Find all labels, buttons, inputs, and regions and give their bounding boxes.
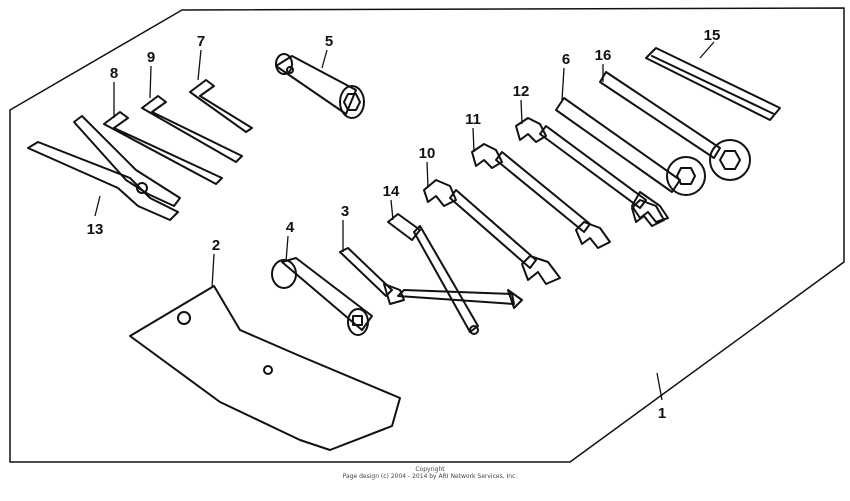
callout-4: 4 (286, 219, 295, 236)
part-14-screwdriver-blade[interactable] (387, 213, 479, 335)
callout-11: 11 (465, 111, 481, 128)
copyright-notice: Copyright Page design (c) 2004 - 2014 by… (300, 466, 560, 480)
callout-16: 16 (595, 47, 612, 64)
part-8-hex-key[interactable] (103, 111, 223, 185)
callout-5: 5 (325, 33, 333, 50)
part-4-screwdriver-handle[interactable] (271, 257, 373, 336)
part-6-combination-wrench[interactable] (555, 97, 706, 223)
leader-lines (94, 41, 715, 401)
callout-8: 8 (110, 65, 118, 82)
copyright-heading: Copyright (415, 466, 445, 473)
callout-13: 13 (87, 221, 104, 238)
callout-2: 2 (212, 237, 220, 254)
callout-6: 6 (562, 51, 570, 68)
copyright-text: Page design (c) 2004 - 2014 by ARI Netwo… (342, 473, 518, 480)
part-12-open-wrench[interactable] (515, 117, 665, 227)
part-11-open-wrench[interactable] (471, 143, 611, 249)
part-10-open-wrench[interactable] (423, 179, 561, 285)
part-15-flat-bar[interactable] (645, 47, 781, 121)
part-9-hex-key[interactable] (141, 95, 243, 163)
callout-10: 10 (419, 145, 436, 162)
part-5-socket-wrench[interactable] (275, 53, 365, 119)
callout-12: 12 (513, 83, 530, 100)
callout-3: 3 (341, 203, 349, 220)
callout-7: 7 (197, 33, 205, 50)
callout-9: 9 (147, 49, 155, 66)
kit-boundary (9, 7, 845, 463)
part-3-screwdriver-bit[interactable] (339, 247, 523, 309)
callout-14: 14 (383, 183, 400, 200)
part-16-ring-wrench[interactable] (599, 71, 751, 181)
part-7-hex-key[interactable] (189, 79, 253, 133)
part-2-tool-bag[interactable] (129, 285, 401, 451)
callout-1: 1 (658, 405, 666, 422)
part-13-pliers[interactable] (27, 115, 181, 221)
callout-15: 15 (704, 27, 721, 44)
